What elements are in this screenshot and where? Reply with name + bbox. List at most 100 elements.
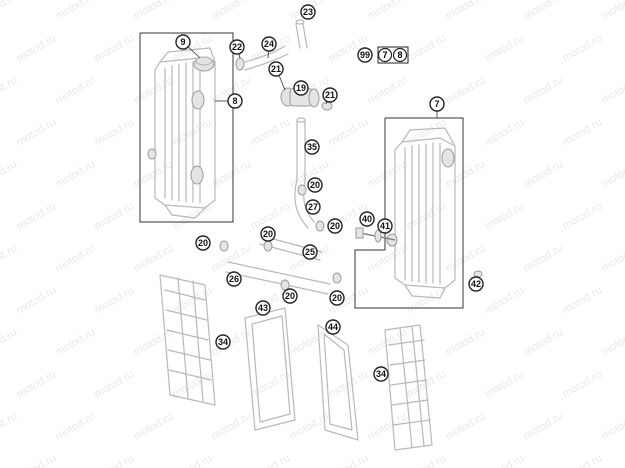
watermark-text: motod.ru: [600, 0, 625, 23]
svg-text:40: 40: [362, 214, 372, 224]
watermark-text: motod.ru: [444, 0, 488, 23]
watermark-text: motod.ru: [132, 74, 176, 106]
callout-34-right: 34: [373, 366, 389, 382]
svg-text:20: 20: [332, 293, 342, 303]
watermark-text: motod.ru: [444, 242, 488, 274]
watermark-text: motod.ru: [93, 452, 137, 468]
svg-text:22: 22: [232, 42, 242, 52]
watermark-text: motod.ru: [249, 116, 293, 148]
watermark-text: motod.ru: [54, 74, 98, 106]
svg-text:8: 8: [232, 96, 237, 106]
louvre-right: [384, 324, 433, 451]
watermark-text: motod.ru: [0, 326, 19, 358]
radiator-cap: [193, 56, 215, 72]
svg-text:27: 27: [308, 202, 318, 212]
hose-23: [295, 19, 308, 49]
watermark-text: motod.ru: [93, 32, 137, 64]
svg-text:42: 42: [471, 279, 481, 289]
callout-20-a: 20: [307, 177, 323, 193]
louvre-left: [159, 274, 216, 406]
callout-8: 8: [227, 93, 243, 109]
callout-20-e: 20: [282, 288, 298, 304]
watermark-text: motod.ru: [54, 326, 98, 358]
watermark-text: motod.ru: [171, 452, 215, 468]
watermark-text: motod.ru: [171, 368, 215, 400]
watermark-text: motod.ru: [54, 242, 98, 274]
kit-item-8: 8: [397, 50, 402, 60]
callout-21-upper: 21: [268, 61, 284, 77]
callout-25: 25: [302, 244, 318, 260]
svg-text:26: 26: [229, 274, 239, 284]
watermark-text: motod.ru: [132, 158, 176, 190]
svg-text:21: 21: [325, 90, 335, 100]
watermark-text: motod.ru: [210, 0, 254, 23]
svg-text:25: 25: [305, 247, 315, 257]
watermark-text: motod.ru: [132, 242, 176, 274]
watermark-text: motod.ru: [210, 158, 254, 190]
watermark-text: motod.ru: [522, 74, 566, 106]
svg-text:43: 43: [258, 303, 268, 313]
svg-text:41: 41: [380, 221, 390, 231]
watermark-text: motod.ru: [93, 284, 137, 316]
watermark-text: motod.ru: [327, 452, 371, 468]
watermark-text: motod.ru: [132, 326, 176, 358]
left-radiator-frame: [139, 32, 234, 223]
svg-text:20: 20: [198, 238, 208, 248]
right-radiator: [386, 127, 456, 299]
watermark-text: motod.ru: [483, 200, 527, 232]
watermark-text: motod.ru: [561, 284, 605, 316]
callout-20-d: 20: [195, 235, 211, 251]
watermark-text: motod.ru: [600, 410, 625, 442]
watermark-text: motod.ru: [405, 32, 449, 64]
svg-text:20: 20: [263, 229, 273, 239]
svg-text:23: 23: [303, 7, 313, 17]
svg-text:21: 21: [271, 64, 281, 74]
watermark-text: motod.ru: [366, 242, 410, 274]
watermark-text: motod.ru: [0, 242, 19, 274]
callout-41: 41: [377, 218, 393, 234]
callout-35: 35: [304, 139, 320, 155]
kit-reference: 99 7 8: [357, 46, 409, 64]
upper-hose-24: [244, 45, 289, 71]
watermark-text: motod.ru: [0, 74, 19, 106]
watermark-text: motod.ru: [54, 410, 98, 442]
callout-27: 27: [305, 199, 321, 215]
callout-layer: 9 8 22 24 23 21 19 21 35 20 27 20 20 25 …: [175, 4, 484, 382]
watermark-text: motod.ru: [210, 410, 254, 442]
watermark-text: motod.ru: [15, 200, 59, 232]
watermark-text: motod.ru: [600, 74, 625, 106]
kit-item-7: 7: [382, 50, 387, 60]
watermark-text: motod.ru: [522, 410, 566, 442]
callout-24: 24: [261, 36, 277, 52]
callout-43: 43: [255, 300, 271, 316]
watermark-text: motod.ru: [15, 452, 59, 468]
watermark-text: motod.ru: [366, 158, 410, 190]
watermark-text: motod.ru: [444, 410, 488, 442]
watermark-text: motod.ru: [0, 410, 19, 442]
watermark-text: motod.ru: [522, 158, 566, 190]
watermark-text: motod.ru: [522, 0, 566, 23]
watermark-text: motod.ru: [561, 32, 605, 64]
hose-27: [294, 179, 315, 229]
callout-22: 22: [229, 39, 245, 55]
svg-text:9: 9: [180, 37, 185, 47]
watermark-text: motod.ru: [561, 452, 605, 468]
watermark-text: motod.ru: [93, 116, 137, 148]
callout-20-b: 20: [327, 218, 343, 234]
watermark-text: motod.ru: [0, 0, 19, 23]
watermark-text: motod.ru: [171, 116, 215, 148]
right-radiator-frame: [354, 117, 464, 309]
svg-text:99: 99: [360, 50, 370, 60]
callout-20-c: 20: [260, 226, 276, 242]
watermark-text: motod.ru: [366, 410, 410, 442]
kit-prefix-badge: 99: [357, 47, 373, 63]
watermark-text: motod.ru: [483, 284, 527, 316]
callout-40: 40: [359, 211, 375, 227]
panel-43: [244, 307, 296, 431]
watermark-text: motod.ru: [600, 158, 625, 190]
watermark-text: motod.ru: [561, 200, 605, 232]
watermark-text: motod.ru: [483, 116, 527, 148]
watermark-text: motod.ru: [54, 0, 98, 23]
callout-23: 23: [300, 4, 316, 20]
callout-20-f: 20: [329, 290, 345, 306]
